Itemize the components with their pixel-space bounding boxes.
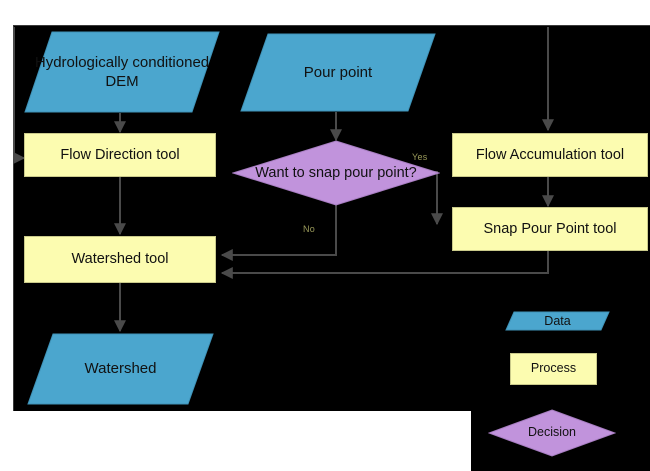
node-label: Watershed tool [71,251,169,268]
legend-label: Data [544,313,571,328]
branch-label-no: No [303,224,316,234]
node-hydrologically-conditioned-dem[interactable]: Hydrologically conditioned DEM [24,31,220,113]
node-pour-point[interactable]: Pour point [240,33,436,112]
node-snap-pour-point-tool[interactable]: Snap Pour Point tool [452,207,648,251]
node-flow-direction-tool[interactable]: Flow Direction tool [24,133,216,177]
legend-label: Process [530,361,577,376]
node-label: Flow Accumulation tool [475,146,625,163]
legend-item-process: Process [510,353,597,385]
branch-label-yes: Yes [412,152,428,162]
node-label: Want to snap pour point? [255,164,417,181]
node-label: Snap Pour Point tool [483,220,617,237]
data-parallelogram-shape [240,33,436,112]
legend-label: Decision [528,425,576,440]
node-label: Pour point [303,63,373,81]
node-decision-want-to-snap-pour-point[interactable]: Want to snap pour point? [232,140,440,206]
legend-item-decision: Decision [488,409,616,457]
node-label: Watershed [84,360,157,378]
legend-data-parallelogram-shape [505,311,610,331]
node-flow-accumulation-tool[interactable]: Flow Accumulation tool [452,133,648,177]
data-parallelogram-shape [27,333,214,405]
legend-decision-diamond-shape [488,409,616,457]
data-parallelogram-shape [24,31,220,113]
node-watershed[interactable]: Watershed [27,333,214,405]
node-watershed-tool[interactable]: Watershed tool [24,236,216,283]
node-label: Hydrologically conditioned DEM [34,53,210,91]
legend-item-data: Data [505,311,610,331]
node-label: Flow Direction tool [60,146,180,163]
